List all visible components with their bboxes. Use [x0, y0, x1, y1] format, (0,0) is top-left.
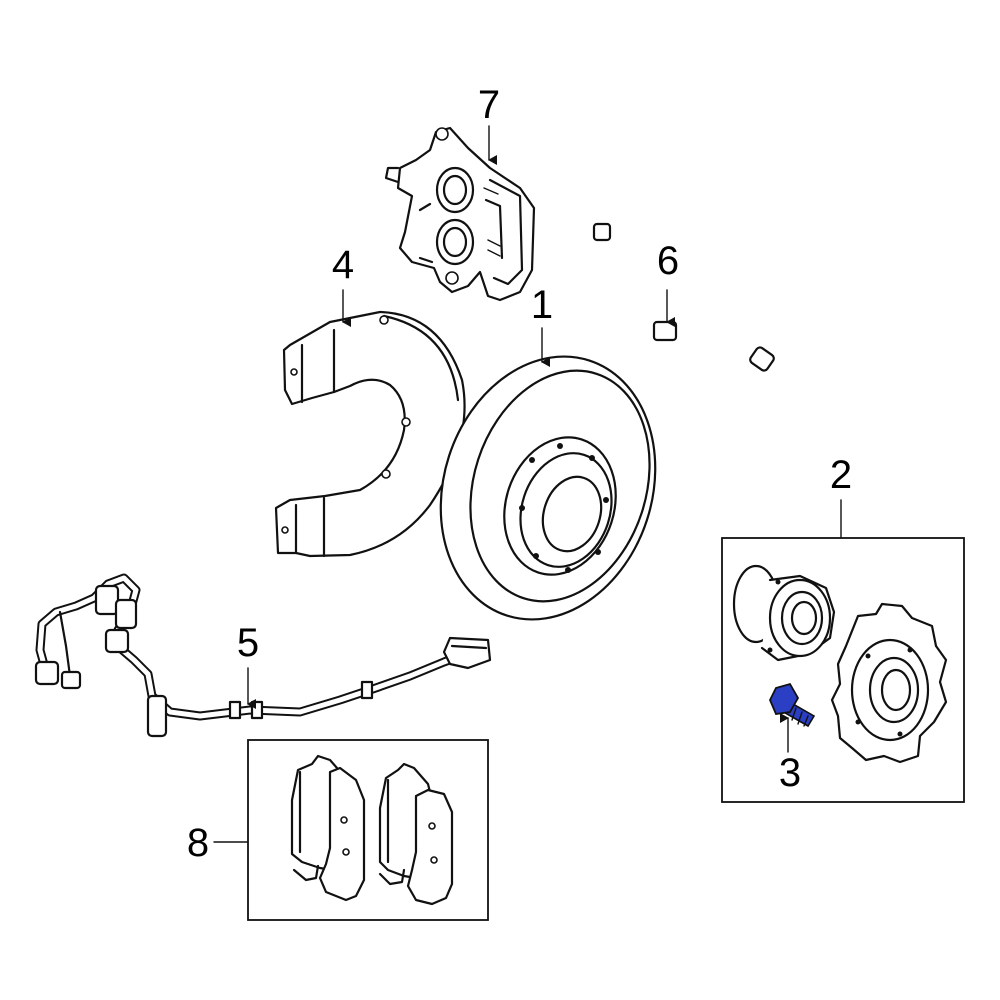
callout-6: 6 — [657, 239, 679, 327]
wheel-hub-bearing[interactable] — [732, 564, 836, 662]
abs-sensor-harness[interactable] — [34, 573, 492, 738]
hub-bolt[interactable] — [769, 682, 816, 728]
callout-1-label: 1 — [531, 283, 553, 327]
hub-bolt-head — [769, 682, 800, 715]
brake-caliper[interactable] — [384, 126, 536, 302]
callout-3: 3 — [779, 713, 801, 795]
callout-4: 4 — [332, 243, 354, 327]
callout-5: 5 — [237, 621, 259, 709]
hub-assembly-box-frame — [721, 537, 965, 803]
callout-8-label: 8 — [187, 821, 209, 865]
callout-7-label: 7 — [478, 83, 500, 127]
callout-8: 8 — [187, 821, 249, 865]
callout-5-label: 5 — [237, 621, 259, 665]
callout-7: 7 — [478, 83, 500, 165]
callout-2-label: 2 — [830, 453, 852, 497]
brake-rotor[interactable] — [408, 328, 689, 647]
brake-pads-box-frame — [247, 739, 489, 921]
callout-3-label: 3 — [779, 751, 801, 795]
dust-shield[interactable] — [274, 310, 466, 558]
hub-assembly-box — [721, 537, 965, 803]
callout-2: 2 — [830, 453, 852, 539]
brake-hose[interactable] — [592, 222, 775, 372]
hub-flange[interactable] — [830, 602, 948, 764]
brake-pad-left[interactable] — [290, 754, 366, 902]
callout-1: 1 — [531, 283, 553, 367]
brake-pads-box — [247, 739, 489, 921]
callout-4-label: 4 — [332, 243, 354, 287]
callout-6-label: 6 — [657, 239, 679, 283]
brake-pad-right[interactable] — [378, 762, 454, 906]
